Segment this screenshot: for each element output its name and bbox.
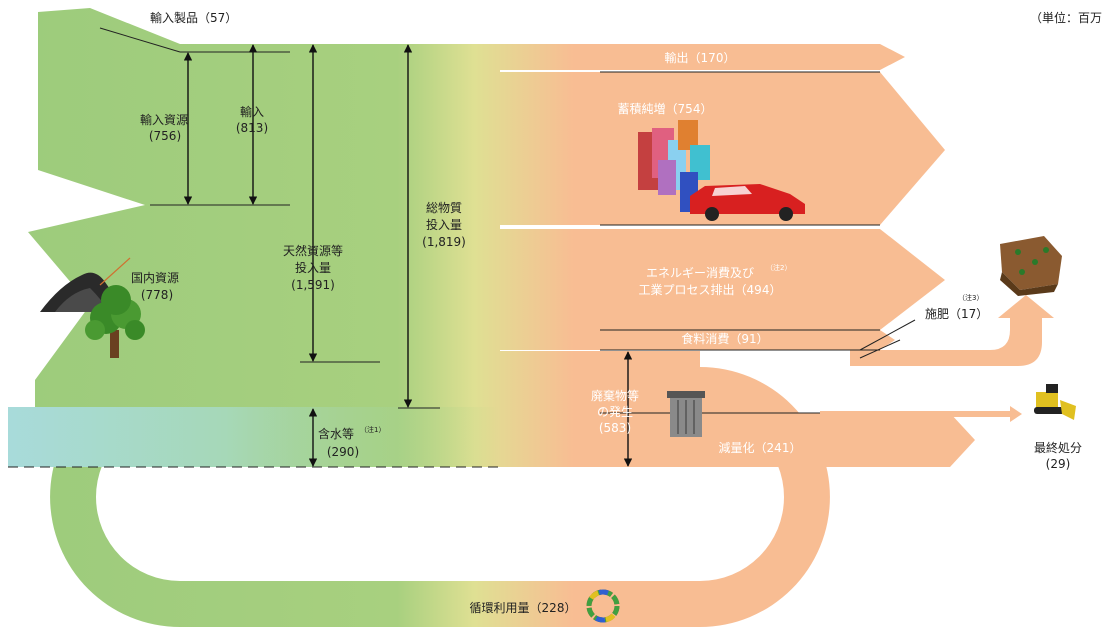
- food-band: [498, 330, 895, 350]
- imports-name: 輸入: [240, 104, 264, 119]
- fertilizer-note: （注3）: [958, 293, 983, 302]
- disposal-arrow: [820, 406, 1022, 422]
- water-content-name: 含水等: [318, 426, 354, 441]
- recycling-label: 循環利用量（228）: [470, 601, 577, 615]
- unit-label: （単位：百万トン）: [1030, 10, 1103, 25]
- food-consumption-label: 食料消費（91）: [681, 331, 768, 346]
- natural-input-line2: 投入量: [295, 260, 331, 275]
- waste-line2: の発生: [597, 405, 633, 419]
- waste-value: (583): [599, 421, 631, 435]
- dimension-arrows: [183, 44, 633, 467]
- water-content-band: [8, 407, 508, 467]
- final-disposal-value: (29): [1046, 457, 1071, 471]
- input-flow-block: [28, 8, 500, 467]
- imports-value: (813): [236, 121, 268, 135]
- volume-reduction-label: 減量化（241）: [719, 440, 802, 455]
- natural-input-line1: 天然資源等: [283, 243, 343, 258]
- import-resources-name: 輸入資源: [140, 112, 188, 127]
- domestic-resources-value: (778): [141, 288, 173, 302]
- domestic-resources-name: 国内資源: [131, 271, 179, 285]
- natural-reduction-label: 自然還元（85）: [746, 350, 833, 365]
- net-accumulation-label: 蓄積純増（754）: [618, 101, 713, 116]
- energy-line1: エネルギー消費及び: [646, 265, 754, 280]
- import-products-label: 輸入製品（57）: [150, 10, 237, 25]
- water-content-note: （注1）: [360, 425, 385, 434]
- water-content-value: (290): [327, 445, 359, 459]
- total-input-line2: 投入量: [426, 217, 462, 232]
- energy-note: （注2）: [766, 263, 791, 272]
- accumulation-band: [498, 72, 945, 225]
- final-disposal-name: 最終処分: [1034, 440, 1082, 455]
- soil-icon: [1000, 236, 1062, 296]
- energy-line2: 工業プロセス排出（494）: [639, 283, 782, 297]
- import-resources-value: (756): [149, 129, 181, 143]
- energy-band: [498, 229, 945, 330]
- fertilizer-arrow: [850, 295, 1054, 366]
- natural-input-value: (1,591): [291, 278, 335, 292]
- fertilizer-label: 施肥（17）: [925, 307, 988, 321]
- bulldozer-icon: [1034, 384, 1076, 420]
- export-band: [498, 44, 905, 70]
- recycle-ring-icon: [586, 589, 620, 623]
- total-input-line1: 総物質: [426, 200, 462, 215]
- exports-label: 輸出（170）: [665, 50, 736, 65]
- total-input-value: (1,819): [422, 235, 466, 249]
- waste-band: [498, 351, 700, 467]
- waste-line1: 廃棄物等: [591, 388, 639, 403]
- reduction-band: [700, 413, 975, 467]
- tree-icon: [85, 285, 145, 358]
- flow-rules: [99, 27, 916, 414]
- city-icon: [638, 120, 805, 221]
- trash-can-icon: [667, 391, 705, 437]
